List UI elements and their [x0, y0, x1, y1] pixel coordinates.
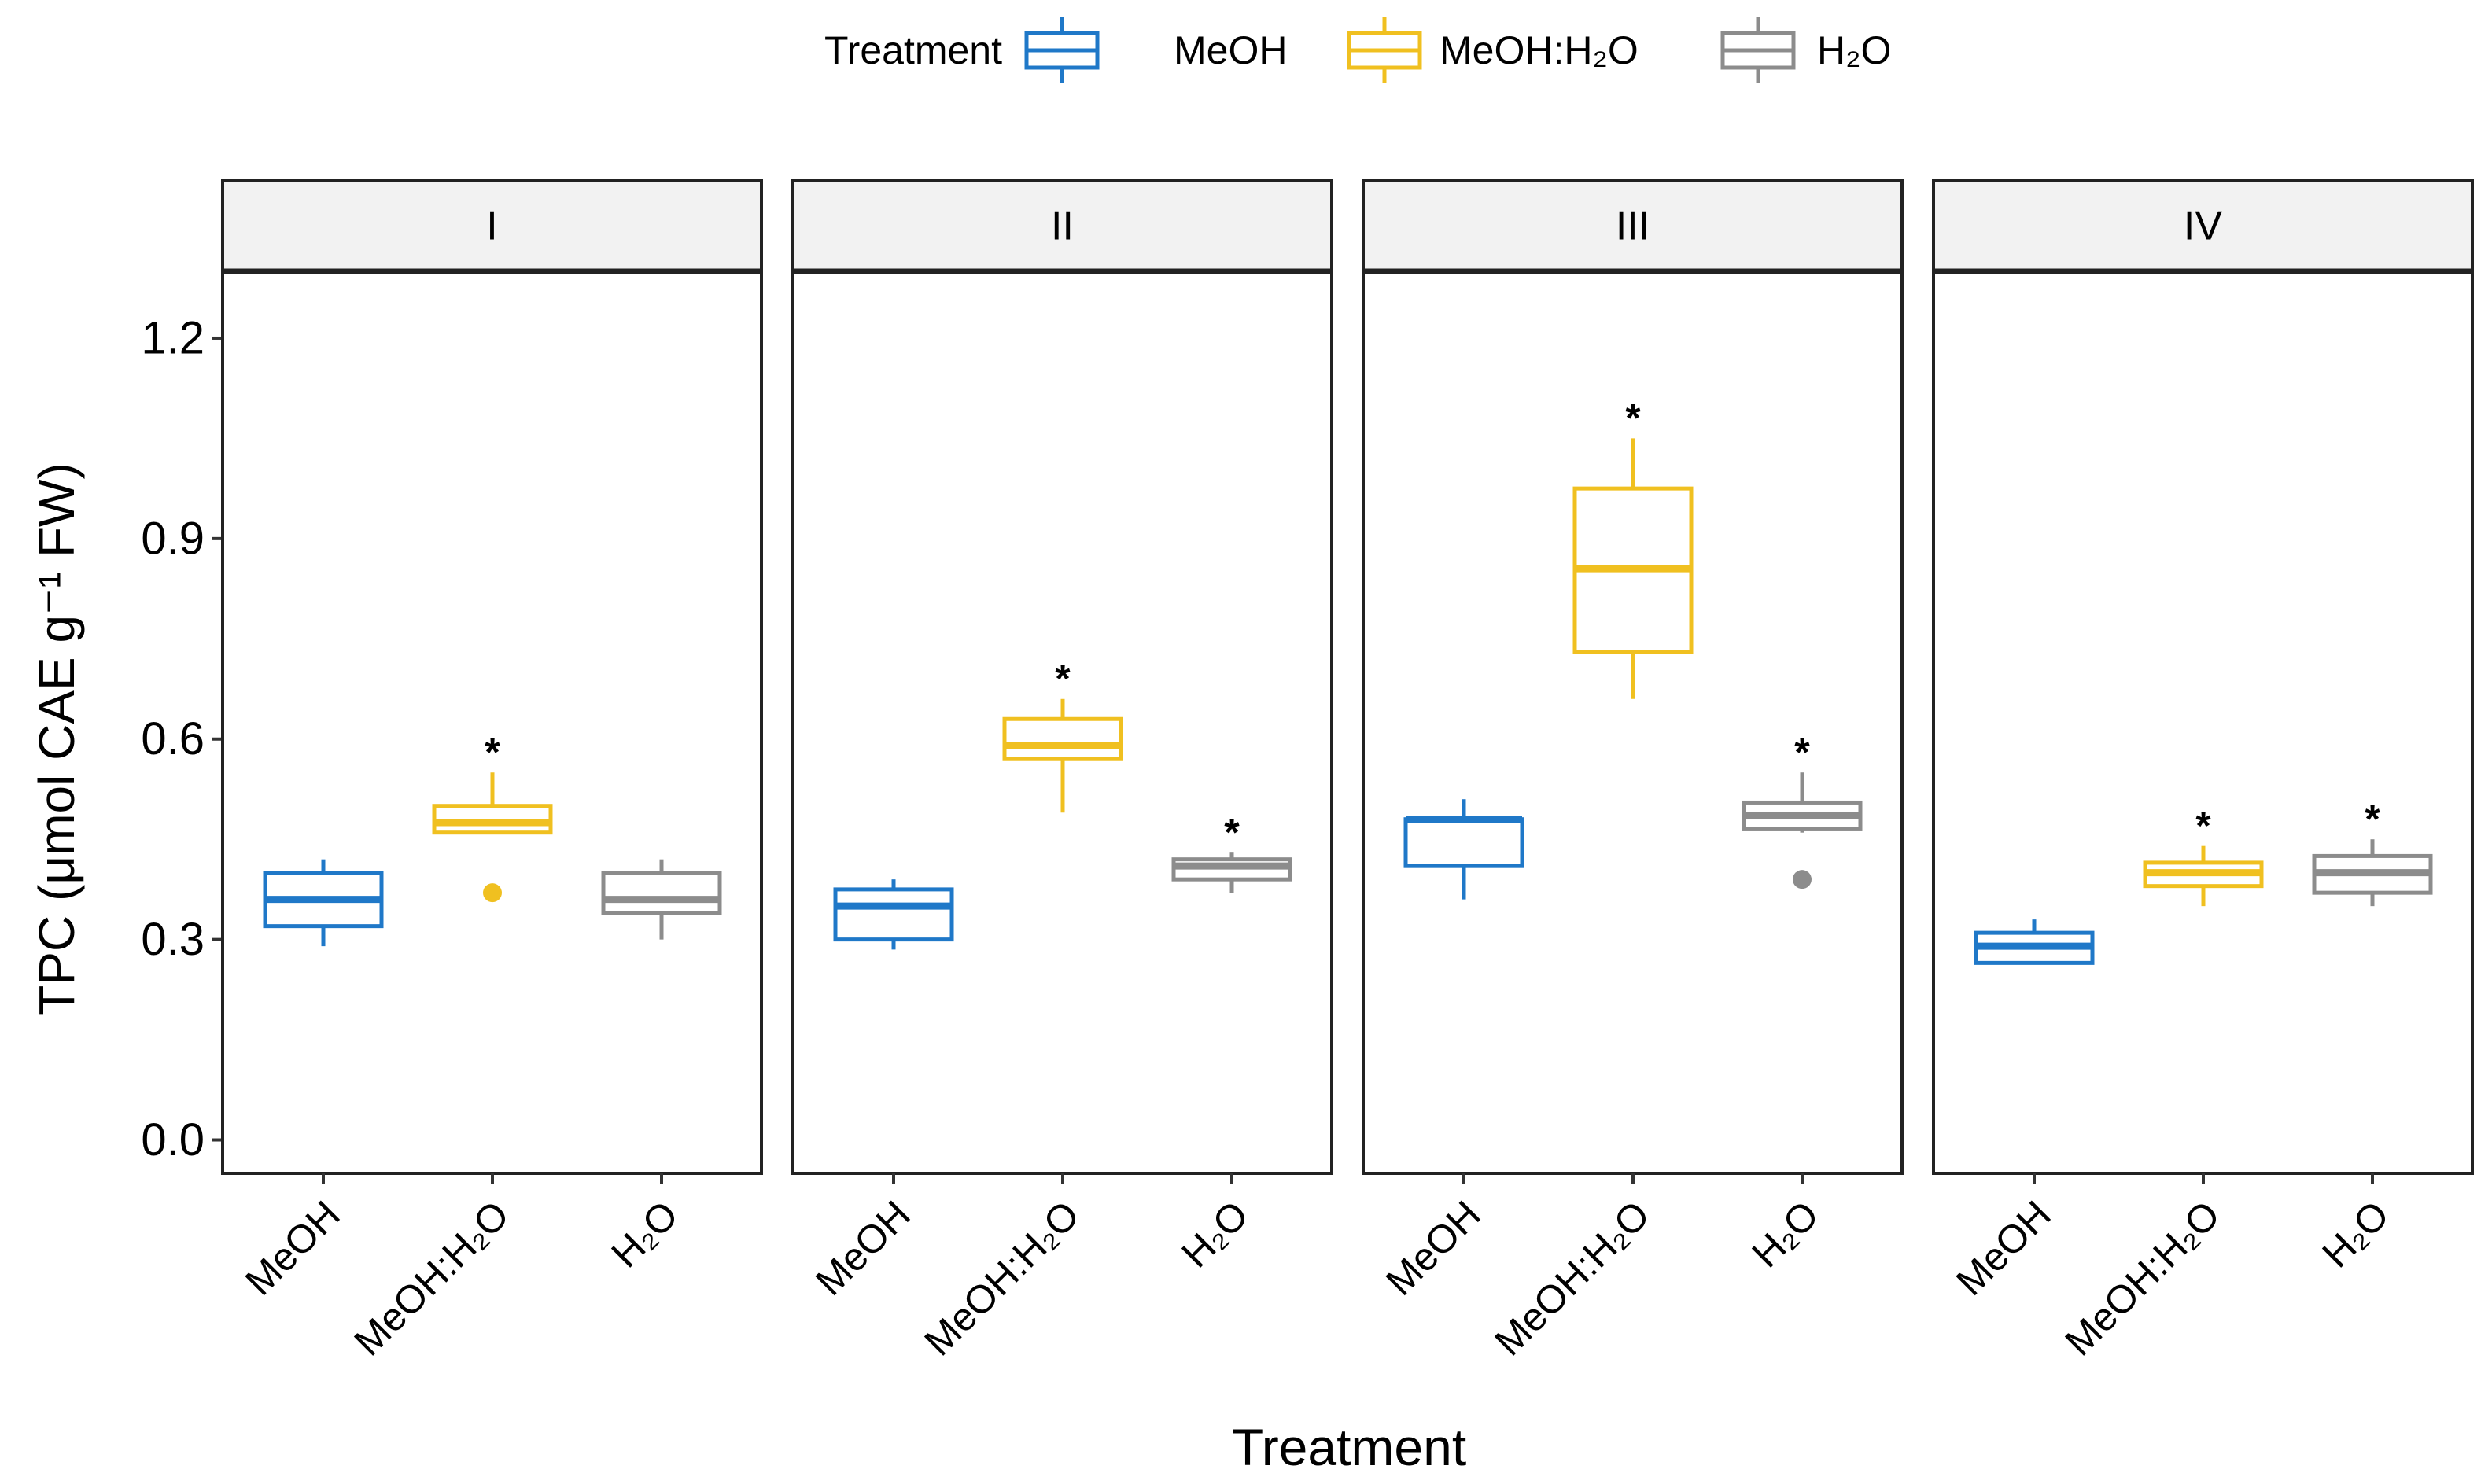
box-h2o: *: [1742, 730, 1863, 889]
facet-strip: [221, 179, 763, 273]
box-iqr: [1002, 716, 1123, 761]
y-axis-title: TPC (μmol CAE g⁻¹ FW): [28, 462, 85, 1016]
facet-strip: [1362, 179, 1904, 273]
x-axis-title: Treatment: [1232, 1418, 1466, 1476]
facet-strip: [791, 179, 1333, 273]
significance-marker: *: [1794, 730, 1810, 774]
legend-key-h2o: [1720, 17, 1796, 83]
box-h2o: *: [2312, 797, 2433, 907]
facet-strip-label: II: [1051, 204, 1074, 249]
legend-title: Treatment: [824, 28, 1002, 72]
box-meoh: [833, 879, 954, 950]
box-meoh: [1403, 799, 1524, 900]
box-iqr: [601, 871, 722, 915]
box-h2o: [601, 859, 722, 940]
legend-label: MeOH:H₂O: [1440, 28, 1639, 72]
outlier-point: [1793, 870, 1812, 889]
significance-marker: *: [1224, 810, 1240, 854]
y-tick-label: 0.9: [141, 513, 205, 564]
box-meoh: [263, 859, 384, 947]
box-meoh-h2o: *: [432, 730, 553, 903]
facet-strip-label: IV: [2184, 204, 2222, 249]
box-meoh-h2o: *: [1572, 396, 1694, 699]
facet-strip-label: I: [486, 204, 497, 249]
y-tick-label: 0.0: [141, 1114, 205, 1165]
significance-marker: *: [1055, 657, 1071, 701]
significance-marker: *: [2365, 797, 2380, 841]
legend-key-meoh-h2o: [1347, 17, 1422, 83]
legend-label: H₂O: [1817, 28, 1891, 72]
significance-marker: *: [2195, 804, 2211, 848]
legend-label: MeOH: [1174, 28, 1287, 72]
legend: Treatment MeOH MeOH:H₂O H₂O: [824, 17, 1891, 83]
box-meoh-h2o: *: [2143, 804, 2264, 907]
box-h2o: *: [1171, 810, 1292, 893]
y-tick-label: 0.3: [141, 914, 205, 965]
significance-marker: *: [485, 730, 500, 774]
significance-marker: *: [1625, 396, 1641, 440]
box-meoh: [1974, 919, 2095, 965]
box-iqr: [1403, 817, 1524, 868]
legend-key-meoh: [1024, 17, 1100, 83]
outlier-point: [483, 883, 502, 903]
y-axis: 0.0 0.3 0.6 0.9 1.2: [141, 312, 223, 1165]
box-meoh-h2o: *: [1002, 657, 1123, 813]
facet-strip: [1932, 179, 2474, 273]
y-tick-label: 1.2: [141, 312, 205, 363]
facet-strip-label: III: [1616, 204, 1650, 249]
box-iqr: [833, 887, 954, 942]
y-tick-label: 0.6: [141, 713, 205, 764]
